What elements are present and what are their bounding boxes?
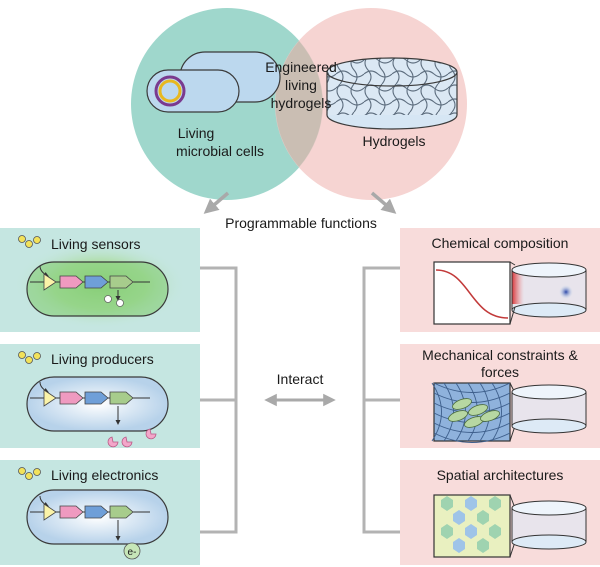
overlap-region [275, 41, 323, 167]
hydrogel-cylinder-icon [511, 384, 587, 434]
panel-title-line1: Mechanical constraints & [422, 347, 578, 363]
overlap-label-3: hydrogels [271, 95, 332, 111]
hydrogel-cylinder-icon [511, 262, 587, 318]
gene-circuit [30, 265, 150, 307]
spatial-architectures-panel: Spatial architectures [400, 460, 600, 565]
gene-circuit [30, 381, 150, 425]
yellow-molecules-icon [18, 467, 41, 480]
overlap-label-1: Engineered [265, 59, 337, 75]
electron-label: e- [128, 547, 137, 558]
yellow-molecules-icon [18, 351, 41, 364]
hydrogel-cylinder-icon [511, 500, 587, 550]
hydrogel-block-icon [326, 57, 458, 130]
mechanical-constraints-panel: Mechanical constraints & forces [400, 344, 600, 448]
gene-circuit [30, 495, 150, 541]
panel-title-line2: forces [481, 364, 519, 380]
living-producers-panel: Living producers [0, 344, 200, 448]
yellow-molecules-icon [18, 235, 41, 248]
living-cells-label-2: microbial cells [176, 143, 264, 159]
produced-protein-icons [107, 428, 157, 448]
gradient-curve [435, 269, 509, 319]
chemical-composition-panel: Chemical composition [400, 228, 600, 332]
panel-title: Chemical composition [432, 235, 569, 251]
panel-title: Living sensors [51, 236, 141, 252]
left-bracket [200, 266, 238, 534]
arrow-to-left [203, 191, 230, 214]
panel-title: Spatial architectures [437, 467, 564, 483]
right-bracket [362, 266, 400, 534]
hexagon-pattern-icon [433, 494, 511, 558]
electron-icon [123, 542, 141, 560]
panel-title: Living producers [51, 351, 154, 367]
panel-title: Living electronics [51, 467, 158, 483]
microbial-cells-icon [146, 51, 281, 113]
living-cells-label-1: Living [178, 125, 215, 141]
venn-diagram: Living microbial cells Engineered living… [131, 8, 467, 200]
programmable-functions-label: Programmable functions [225, 215, 377, 231]
living-electronics-panel: Living electronics e- [0, 460, 200, 565]
living-sensors-panel: Living sensors [0, 228, 200, 332]
mesh-constraint-icon [431, 382, 511, 443]
hydrogels-label: Hydrogels [362, 133, 425, 149]
arrow-to-right [370, 191, 397, 214]
overlap-label-2: living [285, 77, 317, 93]
interact-label: Interact [277, 371, 324, 387]
